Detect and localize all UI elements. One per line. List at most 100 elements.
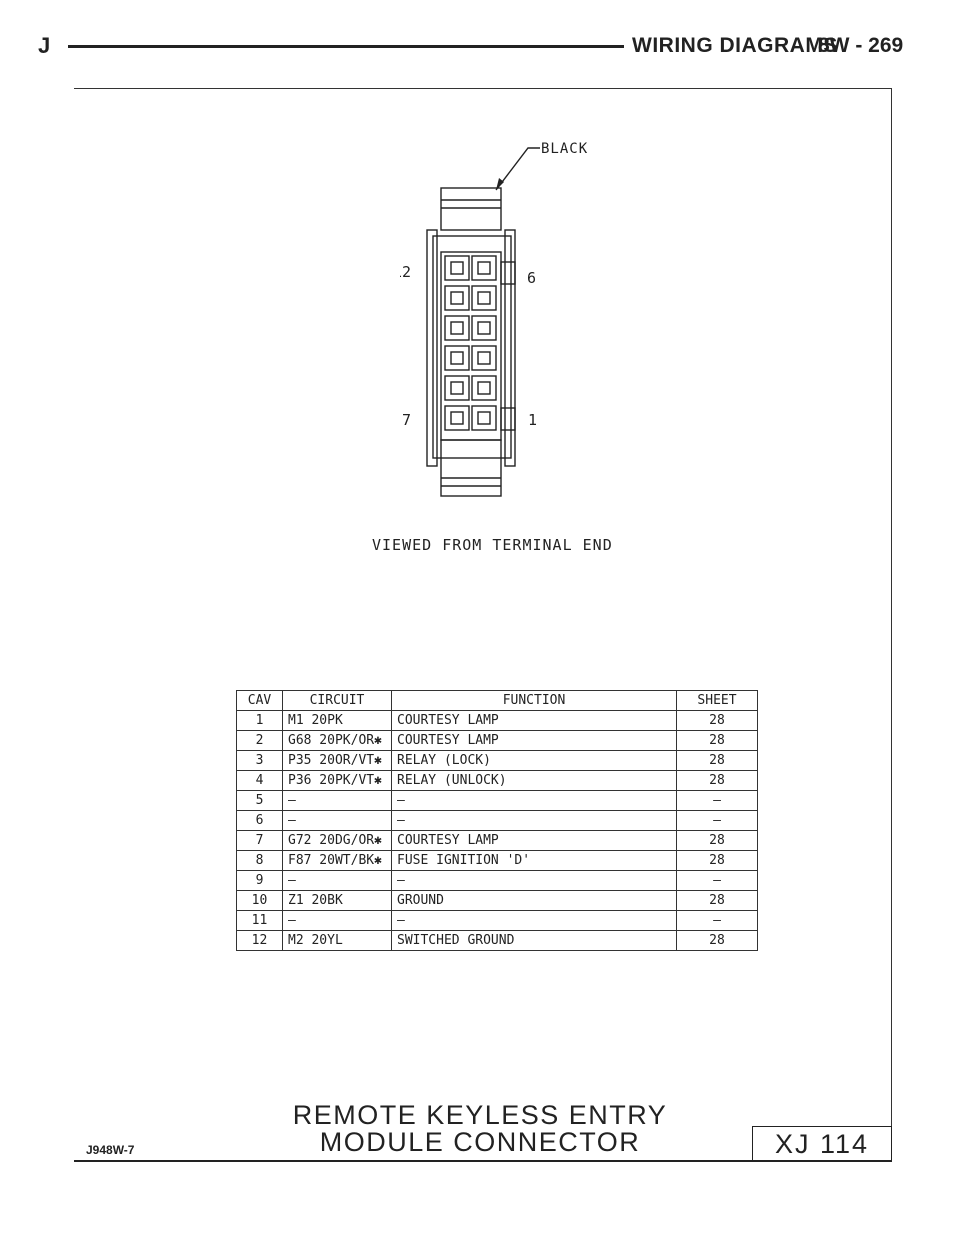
diagram-title-line2: MODULE CONNECTOR bbox=[319, 1127, 641, 1157]
col-header-cav: CAV bbox=[236, 690, 283, 711]
cell-function: — bbox=[391, 870, 677, 891]
header-title: WIRING DIAGRAMS bbox=[632, 34, 838, 57]
cell-sheet: — bbox=[676, 870, 758, 891]
cavity-outline bbox=[471, 375, 497, 401]
cell-function: — bbox=[391, 810, 677, 831]
cavity-outline bbox=[444, 375, 470, 401]
cell-sheet: 28 bbox=[676, 710, 758, 731]
connector-color-label: BLACK bbox=[541, 141, 588, 157]
view-note: VIEWED FROM TERMINAL END bbox=[372, 536, 613, 554]
cell-cav: 4 bbox=[236, 770, 283, 791]
cell-sheet: 28 bbox=[676, 750, 758, 771]
cavity-label-7: 7 bbox=[402, 411, 411, 429]
table-row: 5——— bbox=[236, 790, 758, 811]
col-header-circuit: CIRCUIT bbox=[282, 690, 392, 711]
cell-sheet: — bbox=[676, 790, 758, 811]
col-header-sheet: SHEET bbox=[676, 690, 758, 711]
cavity-terminal bbox=[477, 291, 491, 305]
col-header-function: FUNCTION bbox=[391, 690, 677, 711]
cell-function: RELAY (LOCK) bbox=[391, 750, 677, 771]
sheet-reference-box: XJ 114 bbox=[752, 1126, 892, 1162]
cavity-outline bbox=[471, 315, 497, 341]
cell-cav: 6 bbox=[236, 810, 283, 831]
cell-cav: 3 bbox=[236, 750, 283, 771]
cell-function: GROUND bbox=[391, 890, 677, 911]
table-row: 9——— bbox=[236, 870, 758, 891]
cell-function: COURTESY LAMP bbox=[391, 830, 677, 851]
cell-circuit: — bbox=[282, 790, 392, 811]
figure-id: J948W-7 bbox=[86, 1143, 135, 1157]
cavity-outline bbox=[444, 285, 470, 311]
cell-sheet: 28 bbox=[676, 890, 758, 911]
cavity-outline bbox=[471, 345, 497, 371]
cell-cav: 1 bbox=[236, 710, 283, 731]
cell-sheet: 28 bbox=[676, 730, 758, 751]
header-rule bbox=[68, 45, 624, 48]
cavity-terminal bbox=[450, 381, 464, 395]
cavity-terminal bbox=[477, 381, 491, 395]
cavity-grid bbox=[444, 255, 497, 431]
cell-cav: 11 bbox=[236, 910, 283, 931]
cavity-label-1: 1 bbox=[528, 411, 537, 429]
cell-circuit: G72 20DG/OR✱ bbox=[282, 830, 392, 851]
cavity-terminal bbox=[450, 351, 464, 365]
cell-circuit: — bbox=[282, 810, 392, 831]
cavity-outline bbox=[471, 255, 497, 281]
cavity-terminal bbox=[477, 261, 491, 275]
cavity-outline bbox=[444, 405, 470, 431]
cavity-outline bbox=[444, 345, 470, 371]
cell-function: RELAY (UNLOCK) bbox=[391, 770, 677, 791]
cell-cav: 2 bbox=[236, 730, 283, 751]
cell-circuit: — bbox=[282, 870, 392, 891]
connector-diagram: BLACK 12 6 7 1 bbox=[400, 141, 588, 497]
cavity-terminal bbox=[477, 321, 491, 335]
cell-cav: 10 bbox=[236, 890, 283, 911]
cell-sheet: — bbox=[676, 810, 758, 831]
cavity-terminal bbox=[477, 411, 491, 425]
table-header-row: CAV CIRCUIT FUNCTION SHEET bbox=[236, 690, 758, 711]
cavity-label-12: 12 bbox=[400, 263, 411, 281]
diagram-title-line1: REMOTE KEYLESS ENTRY bbox=[292, 1100, 668, 1130]
cell-circuit: Z1 20BK bbox=[282, 890, 392, 911]
cell-circuit: P35 20OR/VT✱ bbox=[282, 750, 392, 771]
cell-sheet: 28 bbox=[676, 930, 758, 951]
header-letter: J bbox=[38, 33, 51, 58]
cell-function: SWITCHED GROUND bbox=[391, 930, 677, 951]
cell-circuit: P36 20PK/VT✱ bbox=[282, 770, 392, 791]
cell-circuit: — bbox=[282, 910, 392, 931]
cell-circuit: M2 20YL bbox=[282, 930, 392, 951]
page-frame bbox=[74, 88, 892, 1162]
cell-function: COURTESY LAMP bbox=[391, 710, 677, 731]
cavity-outline bbox=[444, 255, 470, 281]
cavity-outline bbox=[444, 315, 470, 341]
cavity-terminal bbox=[450, 291, 464, 305]
cavity-label-6: 6 bbox=[527, 269, 536, 287]
cell-sheet: 28 bbox=[676, 830, 758, 851]
cell-sheet: — bbox=[676, 910, 758, 931]
cell-cav: 9 bbox=[236, 870, 283, 891]
cavity-terminal bbox=[450, 411, 464, 425]
cell-function: FUSE IGNITION 'D' bbox=[391, 850, 677, 871]
cavity-terminal bbox=[477, 351, 491, 365]
cell-sheet: 28 bbox=[676, 850, 758, 871]
table-row: 11——— bbox=[236, 910, 758, 931]
cell-function: — bbox=[391, 790, 677, 811]
table-row: 6——— bbox=[236, 810, 758, 831]
black-callout bbox=[495, 147, 540, 191]
cell-cav: 12 bbox=[236, 930, 283, 951]
cell-sheet: 28 bbox=[676, 770, 758, 791]
cavity-outline bbox=[471, 285, 497, 311]
cell-cav: 8 bbox=[236, 850, 283, 871]
header-page-number: 8W - 269 bbox=[818, 34, 904, 57]
cell-circuit: F87 20WT/BK✱ bbox=[282, 850, 392, 871]
cell-cav: 5 bbox=[236, 790, 283, 811]
